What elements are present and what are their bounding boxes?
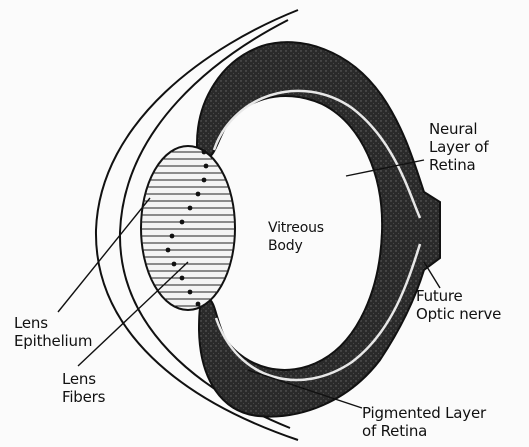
label-line: Pigmented Layer: [362, 404, 486, 422]
label-line: Retina: [429, 156, 488, 174]
label-line: Body: [268, 237, 324, 255]
label-line: Epithelium: [14, 332, 92, 350]
leader-lens-epithelium: [58, 198, 150, 312]
label-line: of Retina: [362, 422, 486, 440]
label-line: Optic nerve: [416, 305, 501, 323]
label-line: Vitreous: [268, 219, 324, 237]
leader-optic: [424, 262, 440, 288]
label-line: Neural: [429, 120, 488, 138]
leader-lens-fibers: [78, 262, 188, 366]
label-line: Lens: [14, 314, 92, 332]
label-pigmented-layer-of-retina: Pigmented Layer of Retina: [362, 404, 486, 440]
label-neural-layer-of-retina: Neural Layer of Retina: [429, 120, 488, 174]
label-line: Fibers: [62, 388, 105, 406]
label-vitreous-body: Vitreous Body: [268, 219, 324, 255]
label-line: Future: [416, 287, 501, 305]
label-line: Layer of: [429, 138, 488, 156]
label-future-optic-nerve: Future Optic nerve: [416, 287, 501, 323]
label-lens-epithelium: Lens Epithelium: [14, 314, 92, 350]
label-lens-fibers: Lens Fibers: [62, 370, 105, 406]
label-line: Lens: [62, 370, 105, 388]
